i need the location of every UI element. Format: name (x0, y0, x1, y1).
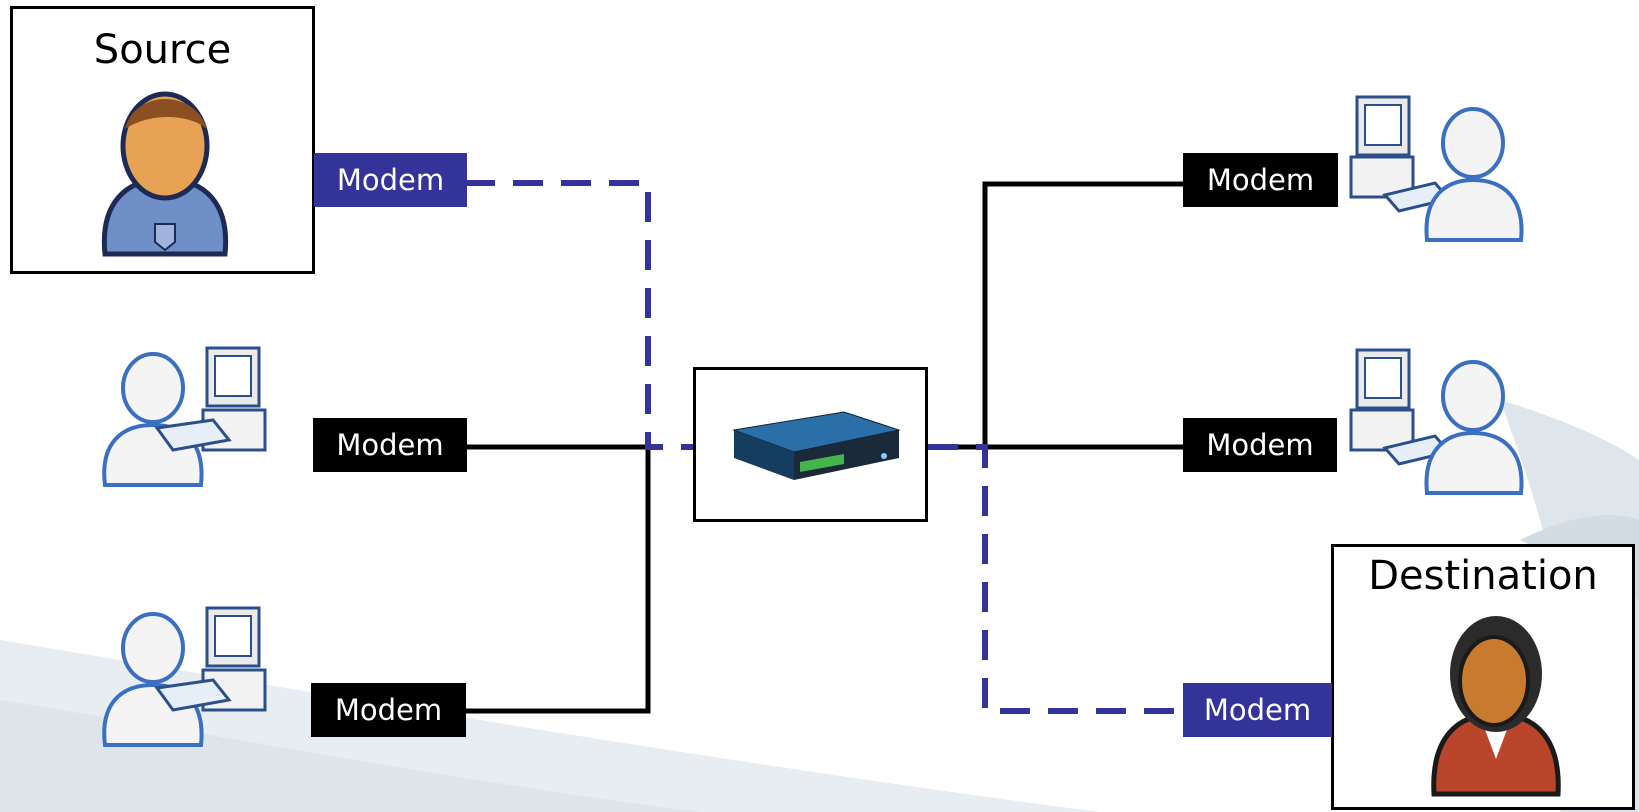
left-solid-link (465, 444, 651, 714)
right-solid-link (982, 181, 1183, 450)
network-device-icon (732, 411, 901, 480)
hub-device-box (693, 367, 928, 522)
user-avatar-blue-icon (101, 91, 229, 257)
dashed-route (465, 180, 1183, 714)
user-with-computer-icon (1349, 95, 1524, 242)
user-with-computer-icon (102, 606, 267, 747)
source-title: Source (93, 27, 232, 73)
modem-right-top: Modem (1183, 153, 1338, 207)
dashed-route-right (928, 444, 1183, 714)
dashed-route-left (465, 180, 693, 450)
source-box: Source (10, 6, 315, 274)
destination-box: Destination (1331, 544, 1635, 810)
user-avatar-red-icon (1431, 616, 1561, 797)
modem-source: Modem (314, 153, 467, 207)
destination-title: Destination (1368, 553, 1598, 599)
modem-right-middle: Modem (1183, 418, 1337, 472)
modem-left-bottom: Modem (311, 683, 466, 737)
modem-destination: Modem (1183, 683, 1332, 737)
user-with-computer-icon (102, 346, 267, 487)
user-with-computer-icon (1349, 348, 1524, 495)
modem-left-middle: Modem (313, 418, 467, 472)
